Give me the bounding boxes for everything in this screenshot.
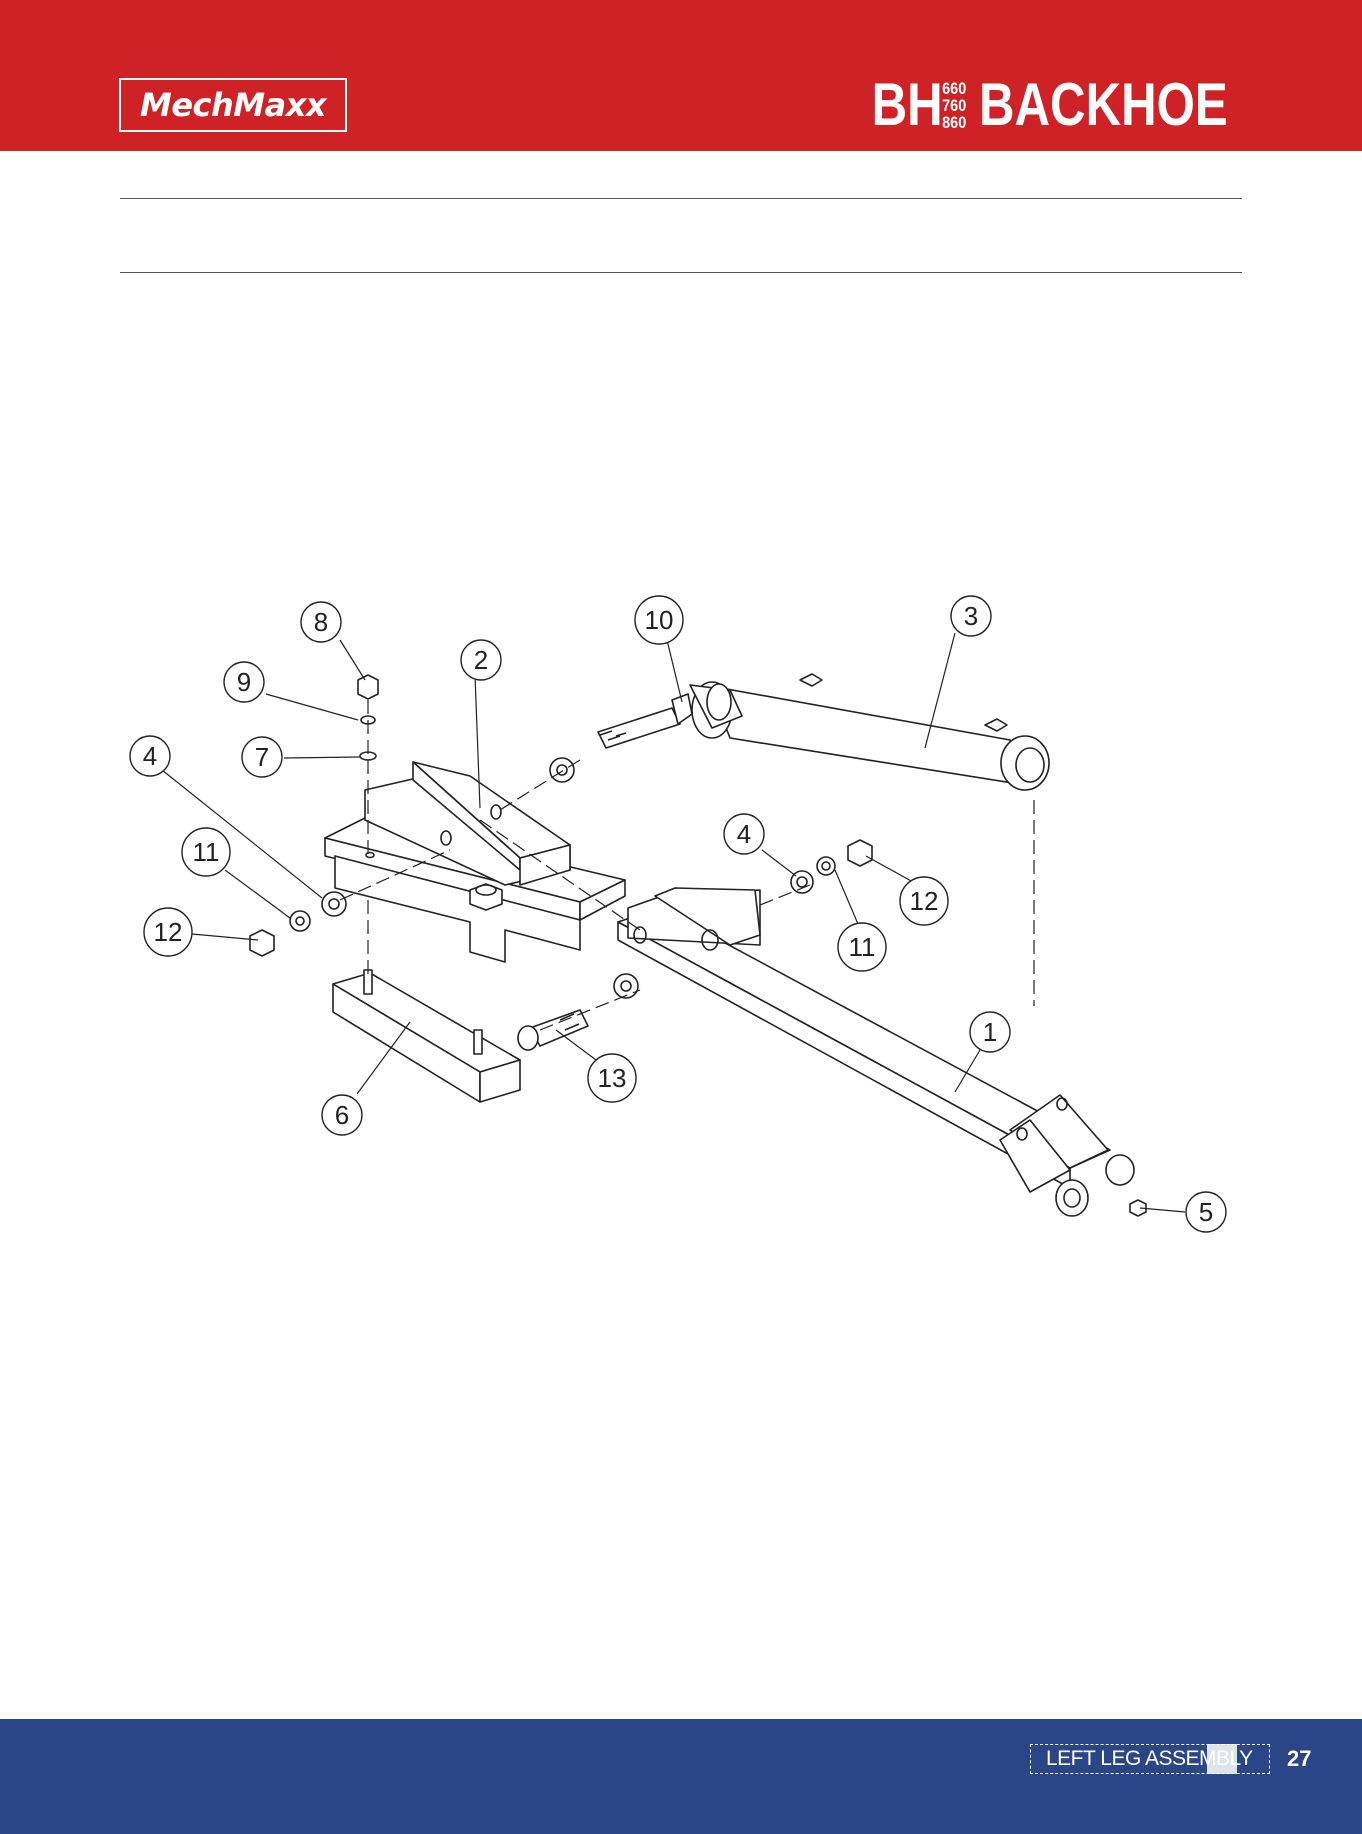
pin-part-13 xyxy=(518,1010,588,1050)
svg-text:7: 7 xyxy=(255,742,269,772)
pin-part-10 xyxy=(598,694,692,748)
section-label: LEFT LEG ASSEMBLY xyxy=(1046,1744,1253,1774)
base-bracket-part xyxy=(325,762,625,962)
callout-1: 1 xyxy=(970,1012,1010,1052)
callout-9: 9 xyxy=(224,662,264,702)
callout-12: 12 xyxy=(900,877,948,925)
block-part xyxy=(333,970,520,1102)
svg-text:2: 2 xyxy=(474,645,488,675)
callout-8: 8 xyxy=(301,602,341,642)
callout-12: 12 xyxy=(144,908,192,956)
svg-text:6: 6 xyxy=(335,1100,349,1130)
svg-text:9: 9 xyxy=(237,667,251,697)
callout-2: 2 xyxy=(461,640,501,680)
svg-text:1: 1 xyxy=(983,1017,997,1047)
svg-text:3: 3 xyxy=(964,601,978,631)
svg-text:4: 4 xyxy=(737,819,751,849)
callout-10: 10 xyxy=(635,596,683,644)
callout-3: 3 xyxy=(951,596,991,636)
svg-text:8: 8 xyxy=(314,607,328,637)
exploded-parts-diagram: 1 2 3 4 4 5 6 7 8 9 10 11 11 12 12 13 xyxy=(0,0,1362,1700)
hydraulic-cylinder-part xyxy=(690,674,1049,790)
callout-11: 11 xyxy=(838,923,886,971)
callout-7: 7 xyxy=(242,737,282,777)
callout-6: 6 xyxy=(322,1095,362,1135)
svg-text:12: 12 xyxy=(910,886,939,916)
svg-text:12: 12 xyxy=(154,917,183,947)
page-number: 27 xyxy=(1287,1744,1311,1774)
callout-11: 11 xyxy=(182,828,230,876)
svg-text:4: 4 xyxy=(143,741,157,771)
svg-text:13: 13 xyxy=(598,1063,627,1093)
callout-4: 4 xyxy=(130,736,170,776)
callout-5: 5 xyxy=(1186,1192,1226,1232)
svg-text:10: 10 xyxy=(645,605,674,635)
callout-4: 4 xyxy=(724,814,764,854)
callout-13: 13 xyxy=(588,1054,636,1102)
svg-text:5: 5 xyxy=(1199,1197,1213,1227)
svg-text:11: 11 xyxy=(849,932,876,962)
footer-bar xyxy=(0,1719,1362,1834)
svg-text:11: 11 xyxy=(193,837,220,867)
